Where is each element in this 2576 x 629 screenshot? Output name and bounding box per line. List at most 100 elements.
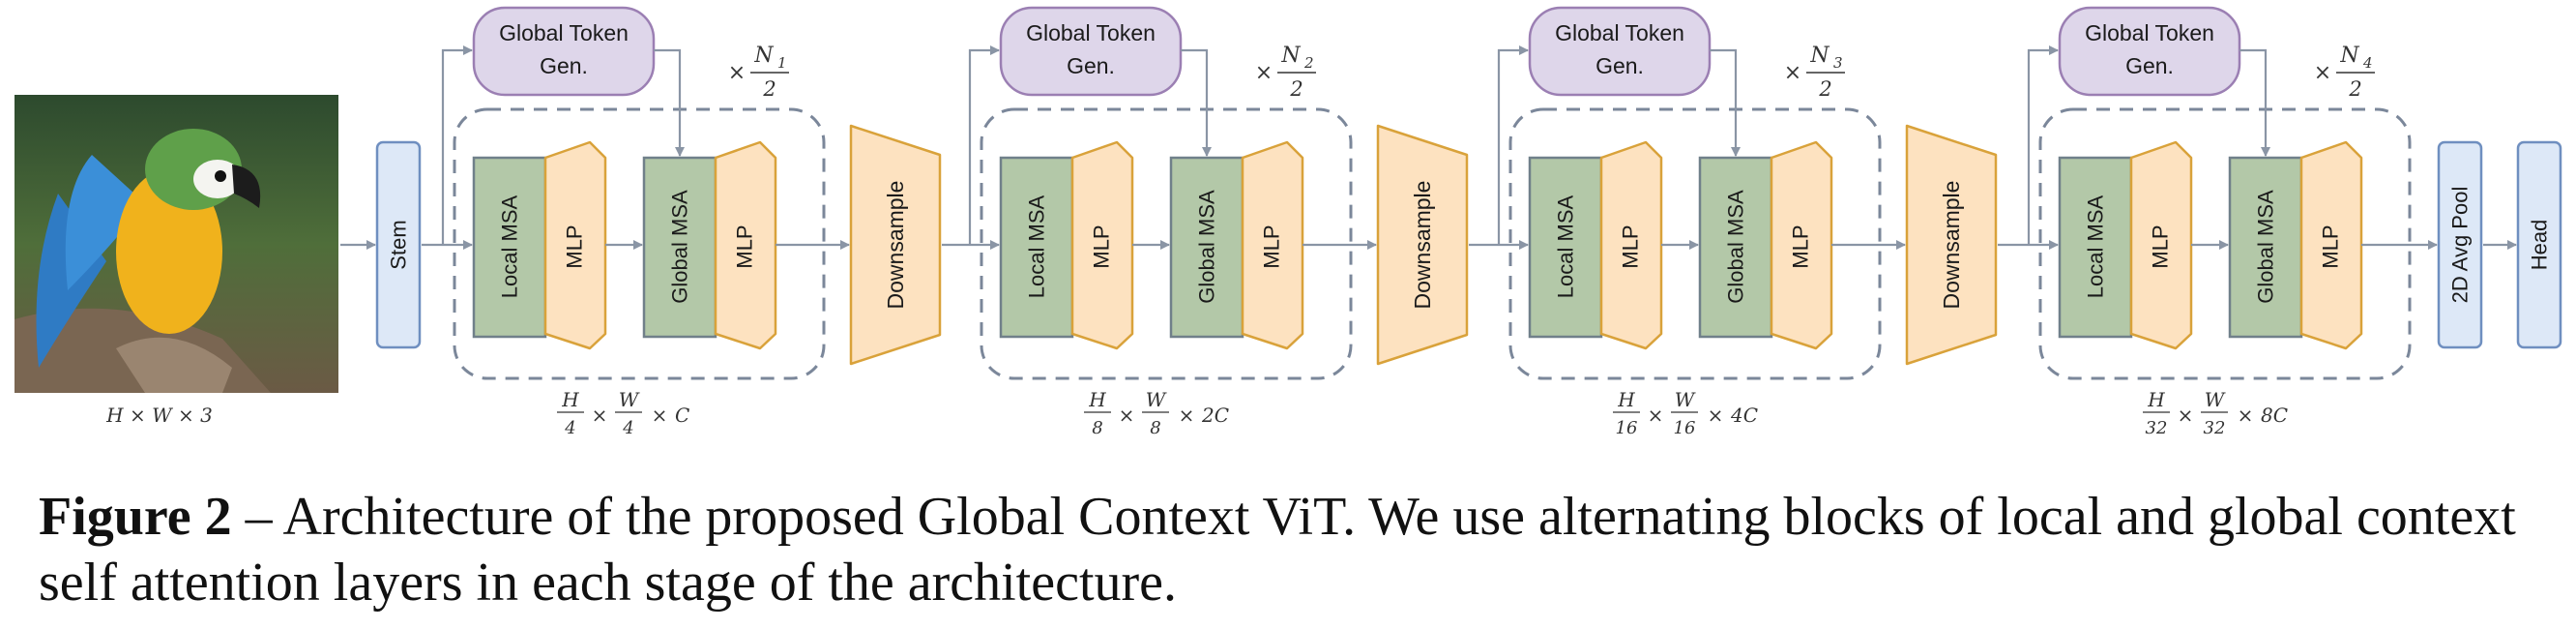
stage-3-token-gen-label-line2: Gen.: [1595, 53, 1644, 78]
stage-2-res-times-1: ×: [1119, 404, 1135, 427]
stage-3-global-mlp-block: [1770, 140, 1833, 350]
stage-1-arrow-token-to-global-msa: [654, 48, 685, 157]
stage-1-global-mlp-block: [714, 140, 777, 350]
stage-3-arrow-token-to-global-msa: [1710, 48, 1741, 157]
stage-2-res-times-2: ×: [1179, 404, 1195, 427]
stage-2-local-msa-block: [999, 156, 1074, 339]
stage-1-token-gen-label-line1: Global Token: [499, 20, 629, 45]
stage-3-global-mlp-label: MLP: [1789, 225, 1813, 268]
stage-4-arrow-token-to-global-msa: [2239, 48, 2270, 157]
caption-text: – Architecture of the proposed Global Co…: [39, 487, 2516, 613]
stage-1-token-gen-label-line2: Gen.: [540, 53, 588, 78]
stage-1-global-msa-label: Global MSA: [668, 190, 692, 304]
stage-3-multiplier-n: N: [1809, 44, 1830, 68]
avg-pool-label: 2D Avg Pool: [2448, 187, 2473, 304]
stage-3-arrow-to-token-gen: [1497, 45, 1529, 245]
stage-4-multiplier-times: ×: [2314, 61, 2331, 85]
stage-3-token-gen-label-line1: Global Token: [1555, 20, 1684, 45]
stage-4-res-w-div: 32: [2204, 418, 2226, 438]
downsample-3-label: Downsample: [1939, 181, 1964, 310]
stage-4-container: [2038, 107, 2412, 380]
downsample-1-block: [849, 124, 942, 366]
downsample-1-label: Downsample: [883, 181, 908, 310]
stage-1-local-mlp-block: [543, 140, 607, 350]
stage-3-res-channels: 4C: [1730, 404, 1758, 427]
stage-2-res-h-div: 8: [1092, 418, 1102, 438]
stage-3-local-msa-block: [1528, 156, 1603, 339]
stage-3-global-msa-block: [1698, 156, 1773, 339]
stage-3-multiplier-times: ×: [1784, 61, 1801, 85]
stage-4-local-msa-label: Local MSA: [2084, 195, 2108, 298]
stage-4-token-gen-label-line1: Global Token: [2085, 20, 2214, 45]
stage-4-multiplier-sub: 4: [2362, 54, 2373, 72]
stage-3-res-h: H: [1617, 388, 1635, 411]
stage-2-local-mlp-block: [1070, 140, 1134, 350]
stage-2-global-mlp-label: MLP: [1260, 225, 1284, 268]
stage-2-container: [980, 107, 1353, 380]
stage-2-res-channels: 2C: [1201, 404, 1229, 427]
stage-1-global-mlp-label: MLP: [733, 225, 757, 268]
stage-4-res-times-1: ×: [2178, 404, 2194, 427]
stage-2-token-gen-label-line1: Global Token: [1026, 20, 1156, 45]
input-image-parrot: [15, 95, 338, 393]
avg-pool-box: [2437, 140, 2483, 349]
architecture-diagram: H × W × 3 Stem 2D Avg Pool Head Local MS…: [15, 6, 2562, 438]
stage-4-global-mlp-block: [2299, 140, 2363, 350]
stem-label: Stem: [387, 220, 411, 269]
stage-4-local-mlp-label: MLP: [2149, 225, 2173, 268]
stage-2-global-msa-label: Global MSA: [1195, 190, 1219, 304]
stage-1-res-times-1: ×: [592, 404, 608, 427]
stage-1-arrow-to-token-gen: [441, 45, 473, 245]
stem-box: [375, 140, 422, 349]
stage-1-local-mlp-label: MLP: [563, 225, 587, 268]
stage-2-multiplier-times: ×: [1255, 61, 1273, 85]
stage-2-local-mlp-label: MLP: [1090, 225, 1114, 268]
head-label: Head: [2528, 220, 2552, 271]
caption-figure-number: Figure 2: [39, 487, 232, 547]
stage-3-res-w: W: [1675, 388, 1696, 411]
stage-1-multiplier-times: ×: [728, 61, 746, 85]
stage-2-arrow-to-token-gen: [968, 45, 1000, 245]
stage-2-arrow-token-to-global-msa: [1181, 48, 1212, 157]
figure-caption: Figure 2 – Architecture of the proposed …: [39, 484, 2553, 615]
stage-4-multiplier-den: 2: [2348, 77, 2361, 101]
stage-2-token-gen-label-line2: Gen.: [1067, 53, 1115, 78]
stage-3-local-mlp-label: MLP: [1619, 225, 1643, 268]
stage-1-res-w-div: 4: [622, 418, 633, 438]
stage-1-global-msa-block: [642, 156, 717, 339]
stage-3-multiplier-sub: 3: [1833, 54, 1843, 72]
stage-3-local-msa-label: Local MSA: [1554, 195, 1578, 298]
downsample-2-block: [1376, 124, 1469, 366]
stage-4-global-mlp-label: MLP: [2319, 225, 2343, 268]
stage-1-res-w: W: [619, 388, 640, 411]
stage-1-res-channels: C: [675, 404, 689, 427]
stage-4-res-h: H: [2147, 388, 2165, 411]
stage-4-local-msa-block: [2058, 156, 2133, 339]
stage-4-arrow-to-token-gen: [2027, 45, 2059, 245]
stage-3-res-w-div: 16: [1674, 418, 1696, 438]
stage-3-global-msa-label: Global MSA: [1724, 190, 1748, 304]
stage-2-multiplier-n: N: [1280, 44, 1301, 68]
stage-2-res-w-div: 8: [1150, 418, 1160, 438]
downsample-2-label: Downsample: [1410, 181, 1435, 310]
stage-1-local-msa-label: Local MSA: [498, 195, 522, 298]
stage-3-local-mlp-block: [1599, 140, 1663, 350]
stage-4-res-h-div: 32: [2146, 418, 2168, 438]
stage-3-res-h-div: 16: [1616, 418, 1638, 438]
stage-3-container: [1508, 107, 1882, 380]
stage-4-res-times-2: ×: [2238, 404, 2254, 427]
stage-2-global-msa-block: [1169, 156, 1244, 339]
stage-2-multiplier-sub: 2: [1303, 54, 1314, 72]
stage-1-res-times-2: ×: [652, 404, 668, 427]
stage-2-multiplier-den: 2: [1289, 77, 1303, 101]
stage-4-global-msa-label: Global MSA: [2254, 190, 2278, 304]
stage-1-multiplier-n: N: [753, 44, 774, 68]
stage-4-multiplier-n: N: [2339, 44, 2359, 68]
downsample-3-block: [1905, 124, 1998, 366]
stage-4-token-gen-label-line2: Gen.: [2125, 53, 2174, 78]
stage-4-global-msa-block: [2228, 156, 2303, 339]
stage-1-multiplier-den: 2: [762, 77, 776, 101]
stage-2-res-h: H: [1088, 388, 1106, 411]
stage-4-res-w: W: [2205, 388, 2226, 411]
stage-1-res-h-div: 4: [564, 418, 575, 438]
